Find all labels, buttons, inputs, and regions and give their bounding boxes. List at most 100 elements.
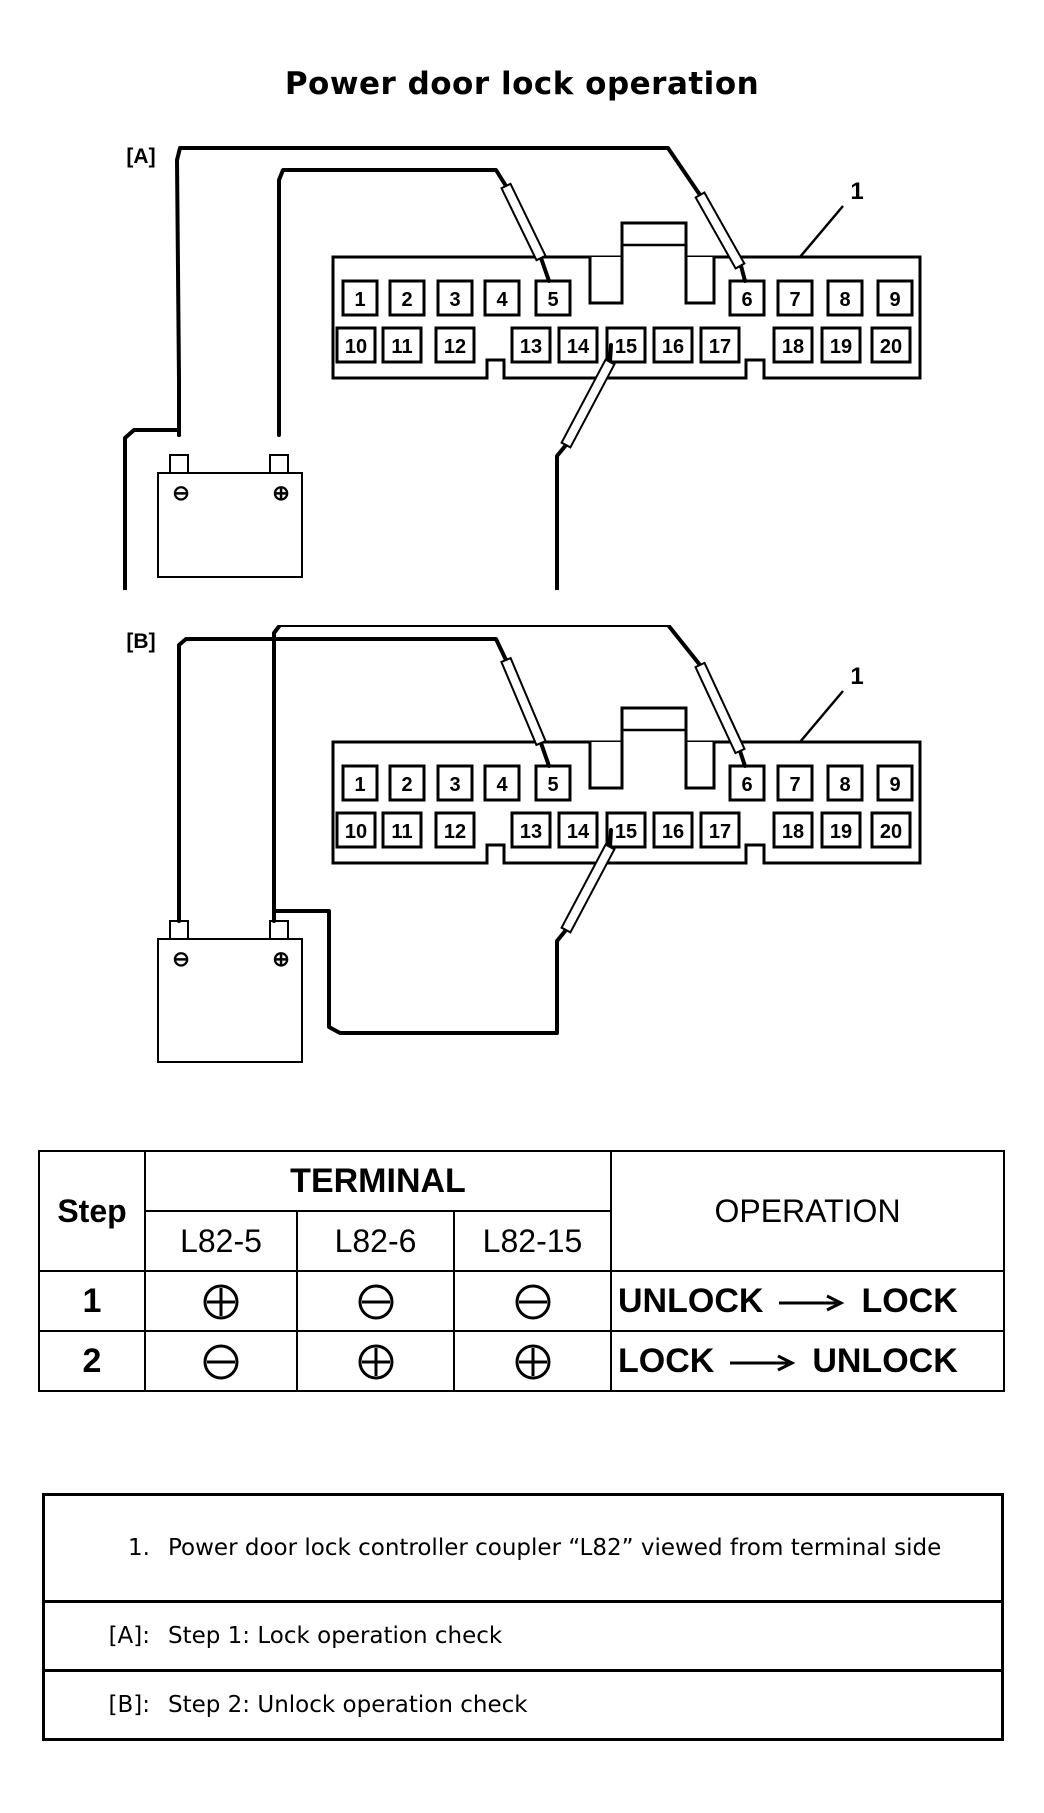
pin-label: 10	[345, 336, 367, 358]
pin-label: 1	[354, 289, 365, 311]
terminal-table: Step TERMINAL OPERATION L82-5 L82-6 L82-…	[38, 1150, 1005, 1392]
pin-13	[510, 811, 552, 849]
pin-label: 1	[354, 774, 365, 796]
step-header: Step	[38, 1150, 146, 1272]
legend-key: 1.	[128, 1535, 150, 1561]
callout-leader	[799, 205, 844, 258]
legend-key: [A]:	[43, 1600, 168, 1671]
terminal-value	[296, 1330, 455, 1392]
callout-number: 1	[850, 178, 863, 205]
pin-label: 10	[345, 821, 367, 843]
pin-17	[699, 326, 741, 364]
probe-lead	[500, 182, 547, 262]
minus-terminal-icon	[356, 1282, 396, 1322]
battery-terminal-positive	[269, 920, 289, 940]
coupler-notch	[588, 742, 624, 790]
callout-leader	[799, 690, 844, 743]
pin-4	[483, 279, 521, 317]
wire-probe-tip	[738, 749, 747, 768]
arrow-right-icon	[730, 1354, 796, 1371]
probe-lead	[694, 191, 746, 270]
probe-lead	[560, 843, 616, 934]
pin-label: 12	[444, 336, 466, 358]
step-number: 1	[38, 1270, 146, 1332]
battery-terminal-positive	[269, 454, 289, 474]
pin-label: 9	[889, 774, 900, 796]
wire-pin-15-to-positive	[272, 909, 568, 1035]
pin-14	[557, 811, 599, 849]
pin-9	[876, 279, 914, 317]
callout-number: 1	[850, 663, 863, 690]
section-label: [A]	[126, 145, 155, 168]
page-title: Power door lock operation	[284, 66, 760, 102]
pin-1	[341, 764, 379, 802]
wire-positive-to-pin-6	[272, 625, 702, 923]
pin-label: 6	[741, 289, 752, 311]
legend-text: Step 2: Unlock operation check	[168, 1669, 1003, 1740]
battery-negative-icon: ⊖	[172, 948, 190, 971]
plus-terminal-icon	[356, 1342, 396, 1382]
pin-20	[870, 811, 912, 849]
terminal-value	[144, 1330, 298, 1392]
pin-18	[772, 326, 814, 364]
pin-19	[820, 326, 862, 364]
operation-to: UNLOCK	[812, 1341, 958, 1380]
terminal-value	[296, 1270, 455, 1332]
pin-8	[826, 279, 864, 317]
pin-label: 13	[520, 821, 542, 843]
wire-probe-tip	[608, 343, 613, 364]
legend-text: Power door lock controller coupler “L82”…	[168, 1535, 942, 1561]
pin-label: 5	[547, 774, 558, 796]
pin-label: 16	[662, 336, 684, 358]
pin-label: 18	[782, 336, 804, 358]
wire-positive-to-pin-5	[277, 168, 508, 437]
legend-row: [A]: Step 1: Lock operation check	[43, 1600, 1003, 1671]
pin-7	[776, 764, 814, 802]
pin-label: 20	[880, 336, 902, 358]
pin-16	[652, 326, 694, 364]
pin-13	[510, 326, 552, 364]
pin-label: 17	[709, 821, 731, 843]
wire-probe-tip	[608, 828, 613, 849]
pin-9	[876, 764, 914, 802]
pin-3	[436, 279, 474, 317]
coupler-latch	[620, 243, 688, 257]
column-header-l82-6: L82-6	[296, 1210, 455, 1272]
wire-pin-15-to-negative	[123, 428, 568, 590]
pin-label: 19	[830, 336, 852, 358]
pin-label: 2	[401, 774, 412, 796]
battery-positive-icon: ⊕	[272, 482, 290, 505]
pin-18	[772, 811, 814, 849]
terminal-value	[453, 1270, 612, 1332]
probe-lead	[500, 656, 547, 747]
terminal-header: TERMINAL	[144, 1150, 612, 1212]
pin-4	[483, 764, 521, 802]
pin-15	[605, 326, 647, 364]
operation-to: LOCK	[861, 1281, 958, 1320]
pin-label: 4	[496, 774, 508, 796]
terminal-value	[453, 1330, 612, 1392]
battery-terminal-negative	[169, 454, 189, 474]
pin-label: 11	[391, 821, 412, 843]
operation-from: LOCK	[618, 1341, 715, 1380]
pin-15	[605, 811, 647, 849]
plus-terminal-icon	[513, 1342, 553, 1382]
pin-label: 3	[449, 289, 460, 311]
minus-terminal-icon	[201, 1342, 241, 1382]
pin-7	[776, 279, 814, 317]
legend-table: 1. Power door lock controller coupler “L…	[42, 1493, 1004, 1741]
arrow-right-icon	[779, 1294, 845, 1311]
pin-label: 2	[401, 289, 412, 311]
legend-key: [B]:	[43, 1669, 168, 1740]
pin-3	[436, 764, 474, 802]
battery-positive-icon: ⊕	[272, 948, 290, 971]
pin-16	[652, 811, 694, 849]
pin-label: 7	[789, 774, 800, 796]
pin-20	[870, 326, 912, 364]
pin-11	[381, 326, 423, 364]
